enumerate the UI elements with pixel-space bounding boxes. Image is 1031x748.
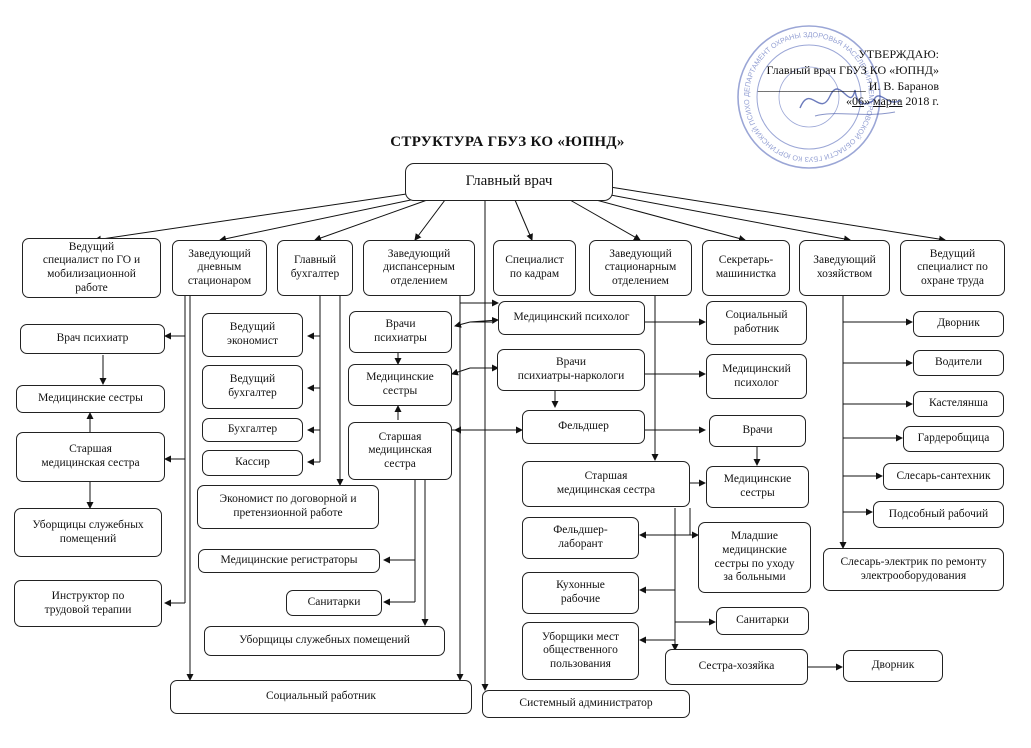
inp-head-nurse: Старшая медицинская сестра [522, 461, 690, 507]
dept-hr: Специалист по кадрам [493, 240, 576, 296]
dept-inpatient: Заведующий стационарным отделением [589, 240, 692, 296]
hh-linen-keeper: Кастелянша [913, 391, 1004, 417]
dept-labor-safety: Ведущий специалист по охране труда [900, 240, 1005, 296]
dh-head-nurse: Старшая медицинская сестра [16, 432, 165, 482]
inp-nurses: Медицинские сестры [706, 466, 809, 508]
bottom-social-worker: Социальный работник [170, 680, 472, 714]
dh-cleaners: Уборщицы служебных помещений [14, 508, 162, 557]
dept-dispensary: Заведующий диспансерным отделением [363, 240, 475, 296]
center-narcologists: Врачи психиатры-наркологи [497, 349, 645, 391]
signature [799, 88, 901, 117]
disp-head-nurse: Старшая медицинская сестра [348, 422, 452, 480]
dept-household: Заведующий хозяйством [799, 240, 890, 296]
inp-doctors: Врачи [709, 415, 806, 447]
inp-kitchen: Кухонные рабочие [522, 572, 639, 614]
dept-day-hospital: Заведующий дневным стационаром [172, 240, 267, 296]
inp-junior-nurses: Младшие медицинские сестры по уходу за б… [698, 522, 811, 593]
dh-instructor: Инструктор по трудовой терапии [14, 580, 162, 627]
disp-psychiatrists: Врачи психиатры [349, 311, 452, 353]
hh-electrician: Слесарь-электрик по ремонту электрообору… [823, 548, 1004, 591]
center-psychologist: Медицинский психолог [498, 301, 645, 335]
disp-registrars: Медицинские регистраторы [198, 549, 380, 573]
disp-cleaners: Уборщицы служебных помещений [204, 626, 445, 656]
hh-laborer: Подсобный рабочий [873, 501, 1004, 528]
approval-signer: __________________ И. В. Баранов [757, 78, 939, 93]
hh-cloakroom: Гардеробщица [903, 426, 1004, 452]
inp-housekeeper: Сестра-хозяйка [665, 649, 808, 685]
acc-cashier: Кассир [202, 450, 303, 476]
hh-drivers: Водители [913, 350, 1004, 376]
hh-janitor: Дворник [913, 311, 1004, 337]
dept-secretary: Секретарь- машинистка [702, 240, 790, 296]
inp-orderlies: Санитарки [716, 607, 809, 635]
inp-cleaners-public: Уборщики мест общественного пользования [522, 622, 639, 680]
dh-nurses: Медицинские сестры [16, 385, 165, 413]
center-feldsher: Фельдшер [522, 410, 645, 444]
approval-date: «06» марта 2018 г. [846, 94, 939, 109]
root-chief-physician: Главный врач [405, 163, 613, 201]
dept-go-specialist: Ведущий специалист по ГО и мобилизационн… [22, 238, 161, 298]
document-title: СТРУКТУРА ГБУЗ КО «ЮПНД» [390, 134, 625, 150]
bottom-sysadmin: Системный администратор [482, 690, 690, 718]
inp-social-worker: Социальный работник [706, 301, 807, 345]
dept-chief-accountant: Главный бухгалтер [277, 240, 353, 296]
inp-psychologist: Медицинский психолог [706, 354, 807, 399]
hh-plumber: Слесарь-сантехник [883, 463, 1004, 490]
acc-economist: Ведущий экономист [202, 313, 303, 357]
official-stamp: ДЕПАРТАМЕНТ ОХРАНЫ ЗДОРОВЬЯ НАСЕЛЕНИЯ КЕ… [734, 22, 881, 169]
disp-nurses: Медицинские сестры [348, 364, 452, 406]
dh-psychiatrist: Врач психиатр [20, 324, 165, 354]
acc-contract-economist: Экономист по договорной и претензионной … [197, 485, 379, 529]
acc-lead-accountant: Ведущий бухгалтер [202, 365, 303, 409]
disp-orderlies: Санитарки [286, 590, 382, 616]
inp-janitor: Дворник [843, 650, 943, 682]
approval-line2: Главный врач ГБУЗ КО «ЮПНД» [766, 62, 939, 77]
acc-accountant: Бухгалтер [202, 418, 303, 442]
approval-block: УТВЕРЖДАЮ: Главный врач ГБУЗ КО «ЮПНД» _… [758, 47, 939, 110]
approval-line1: УТВЕРЖДАЮ: [858, 47, 939, 61]
inp-lab-feldsher: Фельдшер- лаборант [522, 517, 639, 559]
